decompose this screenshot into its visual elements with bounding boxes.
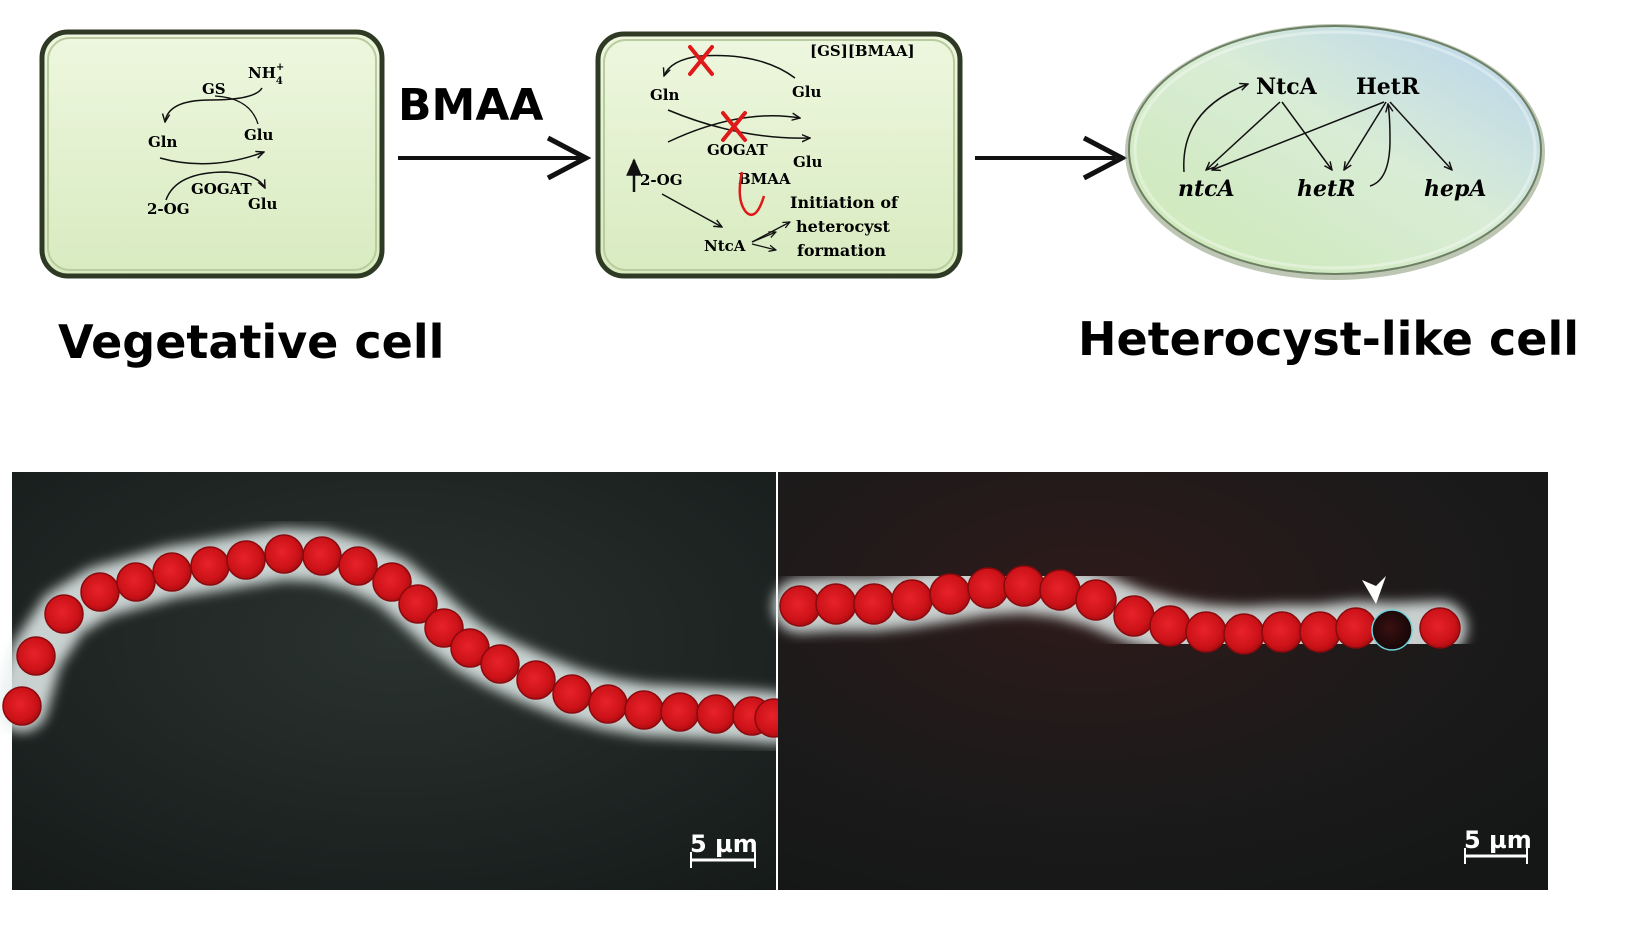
- vegetative-cell: [929, 573, 971, 615]
- heterocyst-ellipse: NtcA HetR ntcA hetR hepA: [1125, 24, 1545, 280]
- gogat-arrow-lower: [165, 171, 265, 201]
- vegetative-cell: [853, 583, 895, 625]
- vegetative-cell: [16, 636, 56, 676]
- vegetative-cell: [372, 562, 412, 602]
- vegetative-cell: [1223, 613, 1265, 655]
- gogat-arrow-upper: [159, 152, 264, 165]
- hetr-to-hepa-gene-arrow: [1389, 101, 1452, 170]
- ntca-to-ntca-gene-arrow: [1206, 101, 1281, 170]
- vegetative-cell: [1003, 565, 1045, 607]
- vegetative-cell: [516, 660, 556, 700]
- hetr-gene-to-protein-arrow: [1369, 104, 1390, 187]
- vegetative-cell: [190, 546, 230, 586]
- vegetative-cell: [967, 567, 1009, 609]
- gogat-block-cross-icon: [721, 111, 747, 142]
- ntca-initiation-arrow-3: [751, 243, 776, 250]
- heterocyst-like-cell-label: Heterocyst-like cell: [1078, 312, 1579, 366]
- vegetative-cell: [1075, 579, 1117, 621]
- right-scale-label: 5 µm: [1464, 826, 1532, 854]
- vegetative-cell: [2, 686, 42, 726]
- hetr-to-ntca-gene-arrow: [1212, 101, 1385, 170]
- vegetative-cell: [264, 534, 304, 574]
- vegetative-cell: [80, 572, 120, 612]
- vegetative-cell: [1039, 569, 1081, 611]
- glu-label-top: Glu: [244, 126, 274, 144]
- gln-label: Gln: [148, 133, 178, 151]
- vegetative-cell: [398, 584, 438, 624]
- ntca-initiation-arrow-2: [751, 232, 776, 243]
- middle-gogat-label: GOGAT: [707, 141, 769, 159]
- middle-ntca-label: NtcA: [704, 237, 746, 255]
- vegetative-cell: [338, 546, 378, 586]
- hetr-protein-label: HetR: [1356, 74, 1420, 100]
- vegetative-cell: [1419, 607, 1461, 649]
- middle-glu-top-label: Glu: [792, 83, 822, 101]
- gogat-lower-arc: [667, 116, 800, 143]
- vegetative-cell: [480, 644, 520, 684]
- vegetative-cell: [302, 536, 342, 576]
- bmaa-binding-hook-icon: [738, 171, 766, 216]
- vegetative-cell: [660, 692, 700, 732]
- heterocyst-pointer-icon: [1362, 576, 1386, 604]
- gs-label: GS: [202, 80, 226, 98]
- ntca-gene-to-protein-arrow: [1183, 84, 1248, 173]
- gs-bmaa-complex-label: [GS][BMAA]: [810, 42, 915, 60]
- ntca-protein-label: NtcA: [1256, 74, 1318, 100]
- vegetative-cell: [1335, 607, 1377, 649]
- heterocyst-cell: [1371, 609, 1413, 651]
- gs-block-cross-icon: [688, 45, 714, 76]
- vegetative-cell: [624, 690, 664, 730]
- bmaa-treated-cell-box: [GS][BMAA] Gln Glu GOGAT Glu 2-OG BMAA N…: [595, 31, 963, 279]
- vegetative-cell: [1149, 605, 1191, 647]
- ntca-gene-label: ntcA: [1178, 176, 1235, 202]
- ntca-to-hetr-gene-arrow: [1281, 101, 1332, 170]
- vegetative-cell: [552, 674, 592, 714]
- vegetative-cell: [1185, 611, 1227, 653]
- hetr-to-hetr-gene-arrow: [1344, 101, 1387, 170]
- progression-arrow: [975, 135, 1128, 181]
- initiation-line-3: formation: [797, 241, 886, 260]
- gogat-label: GOGAT: [191, 180, 253, 198]
- vegetative-cell-box: GS NH4+ Gln Glu GOGAT 2-OG Glu: [39, 29, 385, 279]
- bmaa-arrow-label: BMAA: [398, 80, 543, 131]
- vegetative-cell: [116, 562, 156, 602]
- vegetative-cell: [1113, 595, 1155, 637]
- vegetative-cell: [815, 583, 857, 625]
- vegetative-cell-label: Vegetative cell: [58, 315, 444, 369]
- vegetative-cell: [1261, 611, 1303, 653]
- left-scale-bar: 5 µm: [690, 830, 758, 868]
- vegetative-cell: [152, 552, 192, 592]
- hepa-gene-label: hepA: [1424, 176, 1486, 202]
- left-scale-label: 5 µm: [690, 830, 758, 858]
- right-scale-bar: 5 µm: [1464, 826, 1532, 864]
- middle-2og-label: 2-OG: [640, 171, 683, 189]
- vegetative-cell: [779, 585, 821, 627]
- nh4-label: NH4+: [248, 62, 284, 87]
- middle-gln-label: Gln: [650, 86, 680, 104]
- vegetative-cell: [588, 684, 628, 724]
- bmaa-arrow: BMAA: [398, 80, 592, 181]
- micrograph-vegetative: 5 µm: [0, 472, 800, 890]
- initiation-line-2: heterocyst: [796, 217, 891, 236]
- middle-bmaa-label: BMAA: [738, 170, 791, 188]
- middle-glu-right-label: Glu: [793, 153, 823, 171]
- glu-label-bottom: Glu: [248, 195, 278, 213]
- og-to-ntca-arrow: [661, 193, 722, 227]
- vegetative-cell: [226, 540, 266, 580]
- vegetative-cell: [696, 694, 736, 734]
- vegetative-cell: [1299, 611, 1341, 653]
- vegetative-cell: [891, 579, 933, 621]
- hetr-gene-label: hetR: [1297, 176, 1355, 202]
- micrograph-heterocyst: 5 µm: [773, 472, 1548, 890]
- 2og-label: 2-OG: [147, 200, 190, 218]
- gs-arrow: [165, 87, 263, 122]
- initiation-line-1: Initiation of: [790, 193, 899, 212]
- vegetative-cell: [44, 594, 84, 634]
